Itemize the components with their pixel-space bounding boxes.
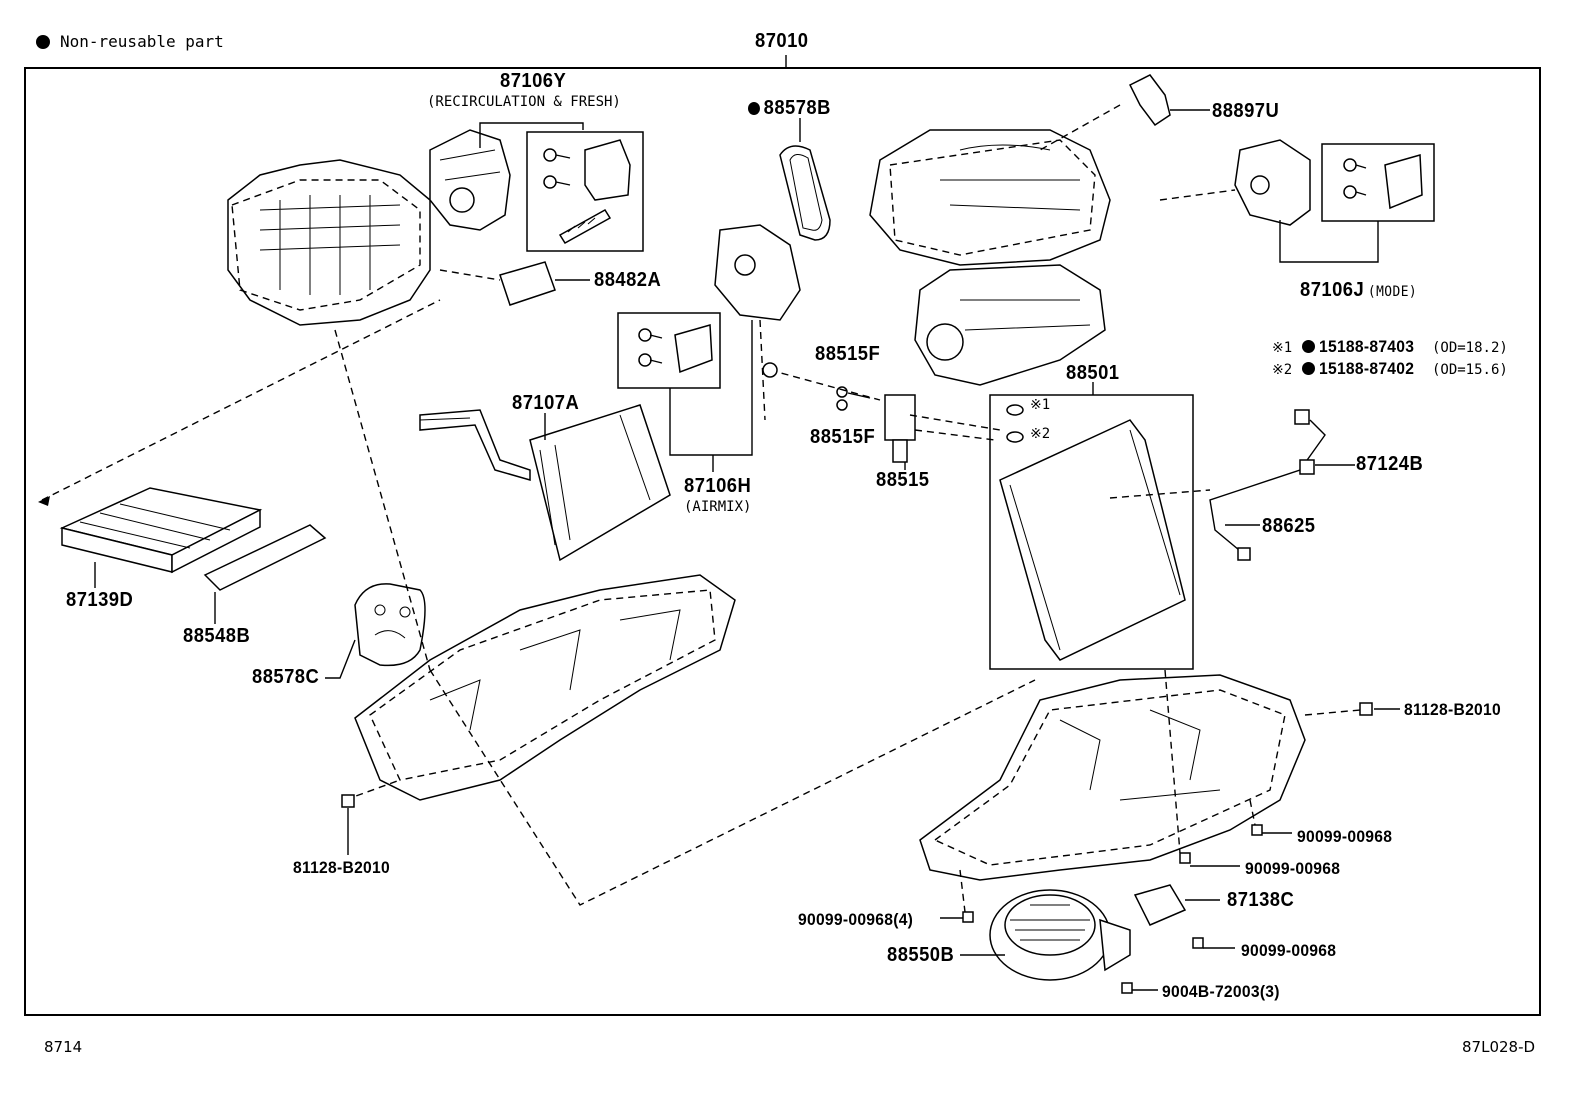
lower-case-left-drawing [354,574,736,801]
heater-core-drawing [419,404,671,562]
thermistor-drawing [1209,409,1326,561]
non-reusable-bullet-icon [36,34,50,49]
scroll-case-drawing [914,264,1106,386]
o-ring-drawings [1006,404,1024,443]
label-88515F-b[interactable]: 88515F [810,426,876,448]
label-15188-87403[interactable]: 15188-87403 [1318,337,1415,356]
lower-case-right-drawing [919,674,1306,881]
air-intake-housing-drawing [227,159,431,326]
main-part-number[interactable]: 87010 [755,30,809,52]
o-ring-line-2: ※2 15188-87402 (OD=15.6) [1272,359,1508,378]
label-81128-B2010-right[interactable]: 81128-B2010 [1404,700,1501,719]
kit-box-87106H-contents [638,324,713,374]
seal-88578C-drawing [354,583,426,667]
label-90099-00968-4[interactable]: 90099-00968(4) [798,910,914,929]
evaporator-drawing [999,419,1186,661]
label-87138C[interactable]: 87138C [1227,889,1295,911]
bracket-87106H [669,320,753,456]
label-88482A[interactable]: 88482A [594,269,662,291]
grommet-drawing [762,362,778,378]
label-88515F-a[interactable]: 88515F [815,343,881,365]
label-90099-00968-a[interactable]: 90099-00968 [1297,827,1393,846]
diagram-frame [24,67,1541,1016]
servo-87106Y-drawing [429,129,511,231]
resistor-drawing [1133,884,1187,926]
footer-right-code: 87L028-D [1462,1038,1536,1056]
clip-81128-right [1359,702,1373,716]
label-88550B[interactable]: 88550B [887,944,955,966]
label-87106J[interactable]: 87106J(MODE) [1300,279,1418,301]
label-88897U[interactable]: 88897U [1212,100,1280,122]
label-90099-00968-d[interactable]: 90099-00968 [1241,941,1337,960]
plate-88482A [499,261,556,306]
footer-left-code: 8714 [44,1038,83,1056]
label-87106H[interactable]: 87106H [684,475,752,497]
sensor-88897U-drawing [1128,74,1171,127]
o-ring-mark-1: ※1 [1030,397,1051,413]
servo-87106J-drawing [1234,139,1311,226]
label-87139D[interactable]: 87139D [66,589,134,611]
label-87107A[interactable]: 87107A [512,392,580,414]
label-88625[interactable]: 88625 [1262,515,1316,537]
label-15188-87402[interactable]: 15188-87402 [1318,359,1415,378]
screws-drawing [940,824,1292,994]
kit-box-87106J-contents [1343,154,1423,210]
blower-motor-drawing [989,889,1131,981]
label-88578B[interactable]: 88578B [748,97,831,120]
non-reusable-bullet-icon [1301,340,1315,353]
label-87124B[interactable]: 87124B [1356,453,1424,475]
upper-case-drawing [869,129,1111,266]
bracket-87106Y [479,122,584,148]
label-90099-00968-b[interactable]: 90099-00968 [1245,859,1341,878]
note-87106J: (MODE) [1367,284,1418,300]
o-ring-mark-2: ※2 [1030,426,1051,442]
seal-88578B-drawing [779,145,831,241]
o-ring-line-1: ※1 15188-87403 (OD=18.2) [1272,337,1508,356]
label-88515[interactable]: 88515 [876,469,930,491]
note-87106H: (AIRMIX) [684,499,752,515]
non-reusable-bullet-icon [1301,362,1315,375]
note-87106Y: (RECIRCULATION & FRESH) [427,94,621,110]
label-81128-B2010-left[interactable]: 81128-B2010 [293,858,390,877]
legend-text: Non-reusable part [60,32,224,51]
label-88548B[interactable]: 88548B [183,625,251,647]
bolts-88515F-drawing [836,386,871,411]
non-reusable-bullet-icon [748,102,760,115]
legend: Non-reusable part [36,32,224,51]
bracket-87106J [1279,220,1379,263]
label-88578C[interactable]: 88578C [252,666,320,688]
clip-81128-left [341,794,355,808]
air-filter-drawing [59,487,263,574]
kit-box-87106Y-contents [543,139,631,245]
label-88501[interactable]: 88501 [1066,362,1120,384]
filter-cover-drawing [203,524,327,591]
label-9004B-72003[interactable]: 9004B-72003(3) [1162,982,1280,1001]
servo-87106H-drawing [714,224,801,321]
label-87106Y[interactable]: 87106Y [500,70,567,92]
expansion-valve-drawing [884,394,916,463]
